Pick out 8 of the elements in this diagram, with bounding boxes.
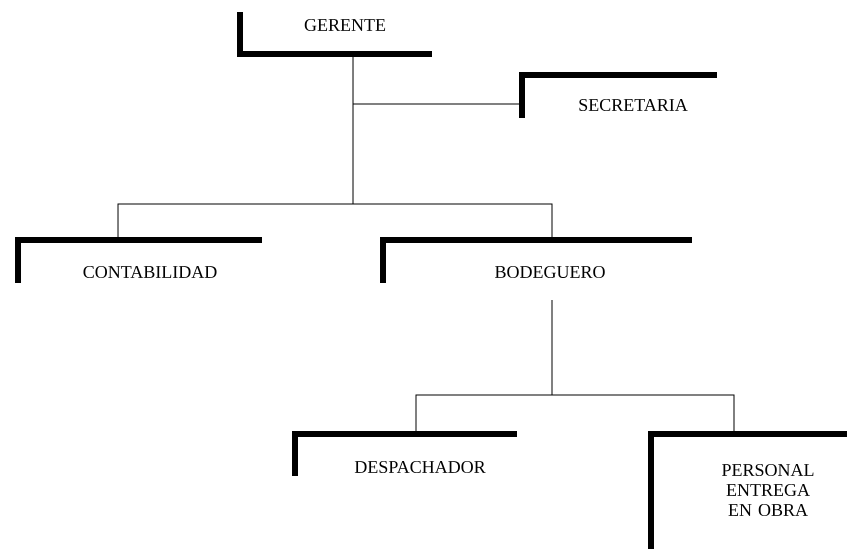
org-box: DESPACHADOR — [292, 431, 517, 476]
org-box: BODEGUERO — [380, 237, 692, 283]
org-box: PERSONAL ENTREGA EN OBRA — [648, 431, 847, 549]
connector-line — [552, 300, 734, 432]
org-box: GERENTE — [237, 12, 432, 57]
connector-line — [352, 56, 552, 238]
org-box: CONTABILIDAD — [15, 237, 262, 283]
org-box: SECRETARIA — [519, 72, 717, 118]
